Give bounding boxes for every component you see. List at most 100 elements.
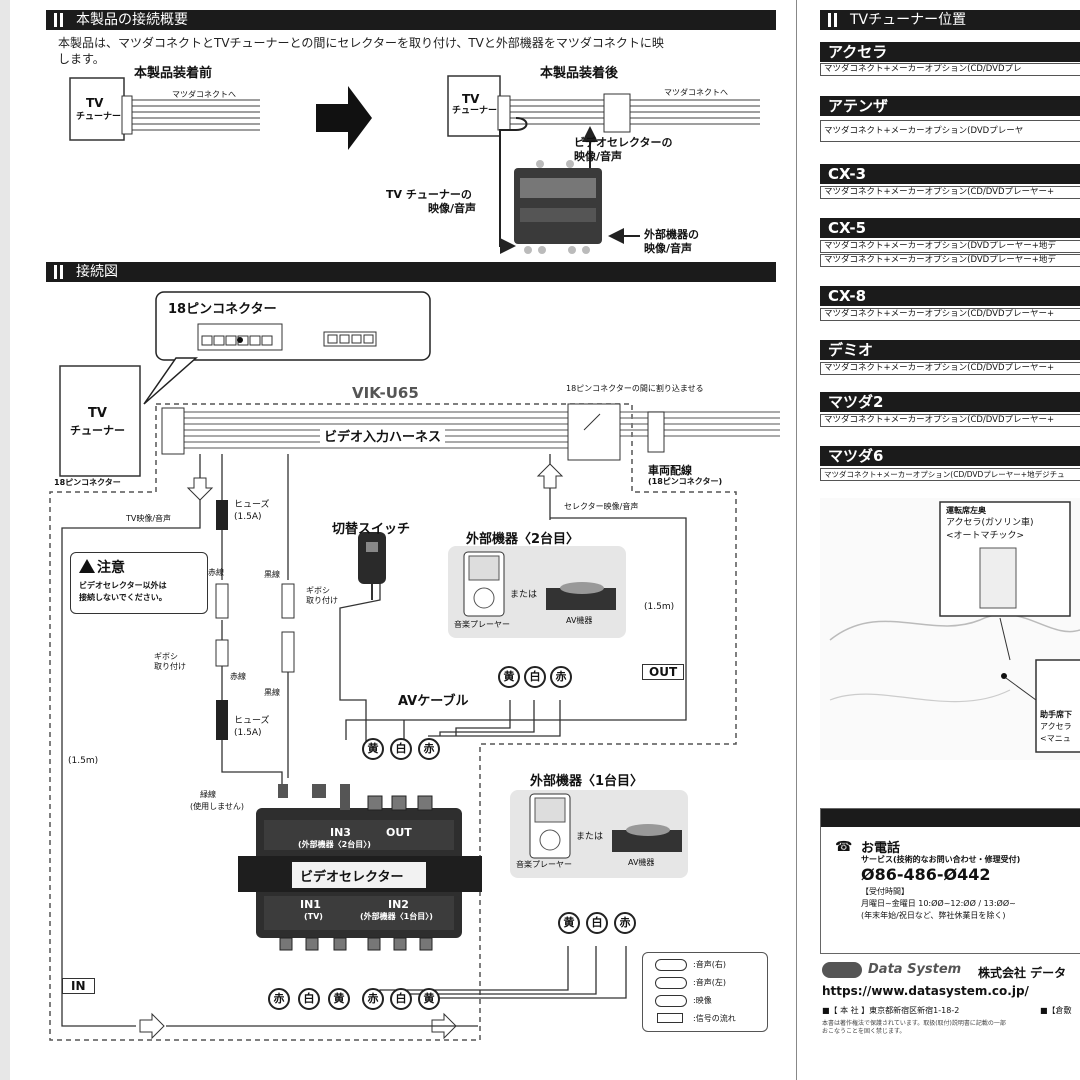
- company-logo-icon: [822, 962, 862, 978]
- tv-av-label: TV映像/音声: [126, 514, 172, 523]
- page-edge: [0, 0, 10, 1080]
- car-name: デミオ: [820, 340, 1080, 360]
- rca-white: 白: [390, 988, 412, 1010]
- tv-av-2: 映像/音声: [428, 202, 477, 215]
- green-unused: (使用しません): [190, 802, 245, 811]
- fine-print-1: 本書は著作権法で保護されています。取扱(取付)説明書に記載の一部: [822, 1020, 1006, 1027]
- car-name: マツダ6: [820, 446, 1080, 466]
- tuner-pos-section-bar: TVチューナー位置: [820, 10, 1080, 30]
- company-url[interactable]: https://www.datasystem.co.jp/: [822, 984, 1029, 998]
- before-to-connect: マツダコネクトへ: [172, 90, 236, 99]
- caution-line-1: ビデオセレクター以外は: [79, 581, 167, 590]
- red-wire-1: 赤線: [208, 568, 224, 577]
- column-divider: [796, 0, 797, 1080]
- photo-label-1: 運転席左奥: [946, 506, 986, 515]
- before-tuner: チューナー: [76, 112, 122, 122]
- out-label: OUT: [386, 826, 412, 839]
- after-tuner: チューナー: [452, 106, 498, 116]
- photo-label-3: <オートマチック>: [946, 531, 1025, 541]
- car-option-line: マツダコネクト+メーカーオプション(DVDプレーヤー+地デ: [820, 254, 1080, 267]
- green-wire: 緑線: [200, 790, 216, 799]
- holiday: (年末年始/祝日など、弊社休業日を除く): [861, 911, 1006, 920]
- ext-av-2: 映像/音声: [644, 242, 693, 255]
- ext-av-1: 外部機器の: [644, 228, 699, 241]
- in3-sub: (外部機器〈2台目〉): [298, 840, 371, 849]
- overview-text: 本製品は、マツダコネクトとTVチューナーとの間にセレクターを取り付け、TVと外部…: [58, 36, 664, 50]
- vs-av-1: ビデオセレクターの: [574, 136, 673, 149]
- fuse2-amp: (1.5A): [234, 728, 262, 738]
- ext1-music: 音楽プレーヤー: [516, 860, 572, 869]
- caution-title: 注意: [97, 560, 125, 576]
- hq-address: ■【 本 社 】東京都新宿区新宿1-18-2: [822, 1006, 960, 1015]
- overview-text-2: します。: [58, 52, 105, 66]
- tuner-pos-title: TVチューナー位置: [850, 12, 967, 28]
- insert-note: 18ピンコネクターの間に割り込ませる: [566, 384, 704, 393]
- after-to-connect: マツダコネクトへ: [664, 88, 728, 97]
- pin18-small: 18ピンコネクター: [54, 478, 121, 487]
- rca-yellow: 黄: [418, 988, 440, 1010]
- car-option-line: マツダコネクト+メーカーオプション(CD/DVDプレーヤー+: [820, 186, 1080, 199]
- warning-icon: [79, 559, 95, 573]
- caution-box: 注意 ビデオセレクター以外は 接続しないでください。: [70, 552, 208, 614]
- plug-yellow-icon: [655, 995, 687, 1007]
- red-wire-2: 赤線: [230, 672, 246, 681]
- rca-yellow: 黄: [498, 666, 520, 688]
- fuse1-amp: (1.5A): [234, 512, 262, 522]
- ext1-title: 外部機器〈1台目〉: [530, 774, 644, 789]
- caution-line-2: 接続しないでください。: [79, 593, 167, 602]
- gibosi-1-attach: 取り付け: [306, 596, 338, 605]
- vs-av-2: 映像/音声: [574, 150, 623, 163]
- plug-white-icon: [655, 977, 687, 989]
- rca-yellow: 黄: [362, 738, 384, 760]
- out-tag: OUT: [642, 664, 685, 680]
- pin18-title: 18ピンコネクター: [168, 302, 277, 317]
- rca-white: 白: [524, 666, 546, 688]
- av-cable-label: AVケーブル: [398, 690, 469, 709]
- gibosi-1: ギボシ: [306, 586, 330, 595]
- ext2-music: 音楽プレーヤー: [454, 620, 510, 629]
- vehicle-wiring: 車両配線: [648, 464, 692, 477]
- car-name: CX-5: [820, 218, 1080, 238]
- car-option-line: マツダコネクト+メーカーオプション(CD/DVDプレーヤー+: [820, 308, 1080, 321]
- gibosi-2: ギボシ: [154, 652, 178, 661]
- selector-av-label: セレクター映像/音声: [564, 502, 639, 511]
- ext2-title: 外部機器〈2台目〉: [466, 532, 580, 547]
- phone-number[interactable]: Ø86-486-Ø442: [861, 865, 991, 884]
- fuse2-label: ヒューズ: [234, 716, 270, 726]
- gibosi-2-attach: 取り付け: [154, 662, 186, 671]
- car-name: CX-3: [820, 164, 1080, 184]
- wiring-tv: TV: [88, 406, 107, 421]
- selector-label: ビデオセレクター: [300, 870, 404, 885]
- switch-label: 切替スイッチ: [332, 522, 411, 537]
- contact-box: ☎ お電話 サービス(技術的なお問い合わせ・修理受付) Ø86-486-Ø442…: [820, 808, 1080, 954]
- branch-address: ■【倉敷: [1040, 1006, 1072, 1015]
- in1-sub: (TV): [304, 912, 323, 921]
- before-tv: TV: [86, 96, 104, 110]
- rca-white: 白: [586, 912, 608, 934]
- in2-label: IN2: [388, 898, 409, 911]
- harness-label: ビデオ入力ハーネス: [320, 426, 446, 445]
- wiring-section-bar: 接続図: [46, 262, 776, 282]
- rca-red: 赤: [362, 988, 384, 1010]
- rca-yellow: 黄: [558, 912, 580, 934]
- rca-red: 赤: [268, 988, 290, 1010]
- in3-label: IN3: [330, 826, 351, 839]
- car-option-line: マツダコネクト+メーカーオプション(CD/DVDプレ: [820, 63, 1080, 76]
- photo-label-4: 助手席下: [1040, 710, 1072, 719]
- hours-label: 【受付時間】: [861, 887, 909, 896]
- legend-right: :音声(右): [693, 960, 726, 969]
- legend: :音声(右) :音声(左) :映像 :信号の流れ: [642, 952, 768, 1032]
- legend-flow: :信号の流れ: [693, 1014, 736, 1023]
- after-label: 本製品装着後: [540, 66, 619, 81]
- company-name: 株式会社 データ: [978, 966, 1067, 980]
- rca-white: 白: [298, 988, 320, 1010]
- ext2-or: または: [510, 590, 538, 600]
- len-right: (1.5m): [644, 602, 675, 612]
- in2-sub: (外部機器〈1台目〉): [360, 912, 433, 921]
- tv-av-1: TV チューナーの: [386, 188, 472, 201]
- contact-header: [821, 809, 1080, 827]
- ext2-av: AV機器: [566, 616, 593, 625]
- model-name: VIK-U65: [352, 384, 419, 402]
- car-name: マツダ2: [820, 392, 1080, 412]
